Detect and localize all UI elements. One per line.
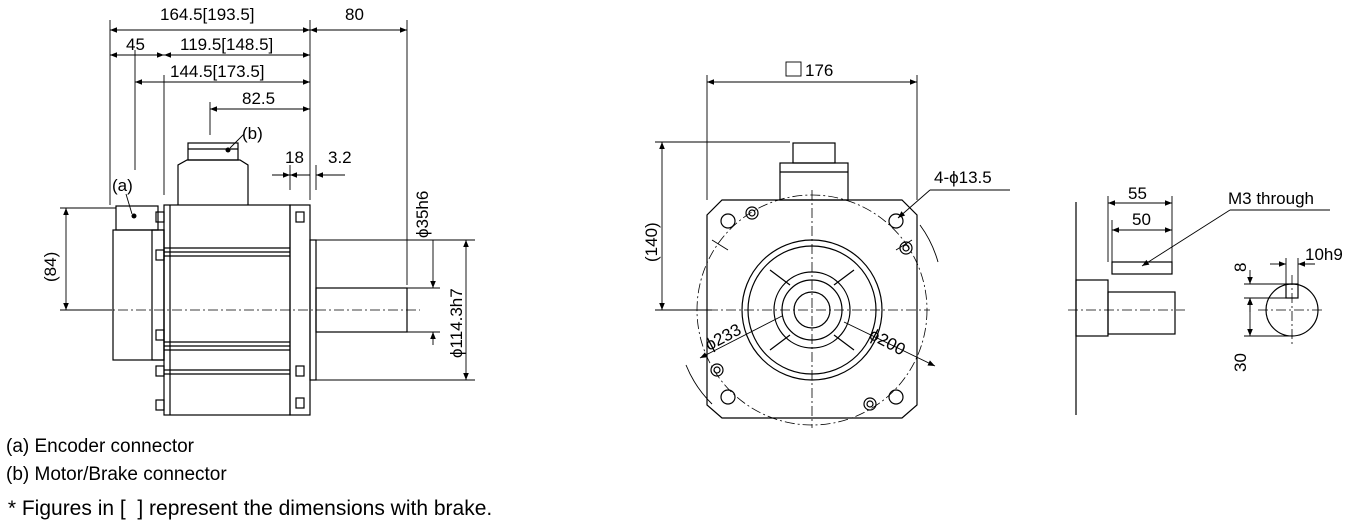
note-motor-connector: (b) Motor/Brake connector (6, 464, 227, 485)
shaft-detail: 55 50 M3 through 8 30 10h9 (1068, 184, 1343, 415)
label-encoder-connector: (a) (112, 176, 133, 195)
dim-key-length: 55 (1128, 184, 1147, 203)
dim-shaft-length: 80 (345, 5, 364, 24)
dim-flange-thickness: 18 (285, 148, 304, 167)
dim-pcd: ϕ200 (866, 325, 908, 360)
note-brake-dimensions: * Figures in [ ] represent the dimension… (2, 497, 493, 520)
dim-flange-length: 144.5[173.5] (170, 62, 265, 81)
dim-connector-position: 82.5 (242, 89, 275, 108)
tap-note: M3 through (1228, 189, 1314, 208)
label-motor-connector: (b) (242, 124, 263, 143)
dim-outer-diameter: ϕ233 (702, 320, 744, 355)
dim-key-length-inner: 50 (1132, 210, 1151, 229)
dim-key-height: 8 (1231, 263, 1250, 272)
dim-key-width: 10h9 (1305, 245, 1343, 264)
dim-mounting-holes: 4-ϕ13.5 (934, 168, 992, 187)
dim-square: 176 (805, 61, 833, 80)
dim-body-length: 119.5[148.5] (180, 35, 273, 54)
dim-shaft-step: 3.2 (328, 148, 352, 167)
dim-overall: 164.5[193.5] (160, 5, 255, 24)
dim-height-84: (84) (41, 252, 60, 282)
note-encoder-connector: (a) Encoder connector (6, 436, 194, 457)
dim-spigot-diameter: ϕ114.3h7 (447, 288, 466, 358)
dim-height-140: (140) (642, 222, 661, 262)
dim-shaft-diameter: ϕ35h6 (413, 191, 432, 238)
side-view: 164.5[193.5] 80 45 119.5[148.5] 144.5[17… (41, 5, 475, 416)
front-view: 176 (140) 4-ϕ13.5 ϕ233 (642, 61, 1010, 428)
dim-encoder-length: 45 (126, 35, 145, 54)
dim-keyway: 30 (1231, 353, 1250, 372)
